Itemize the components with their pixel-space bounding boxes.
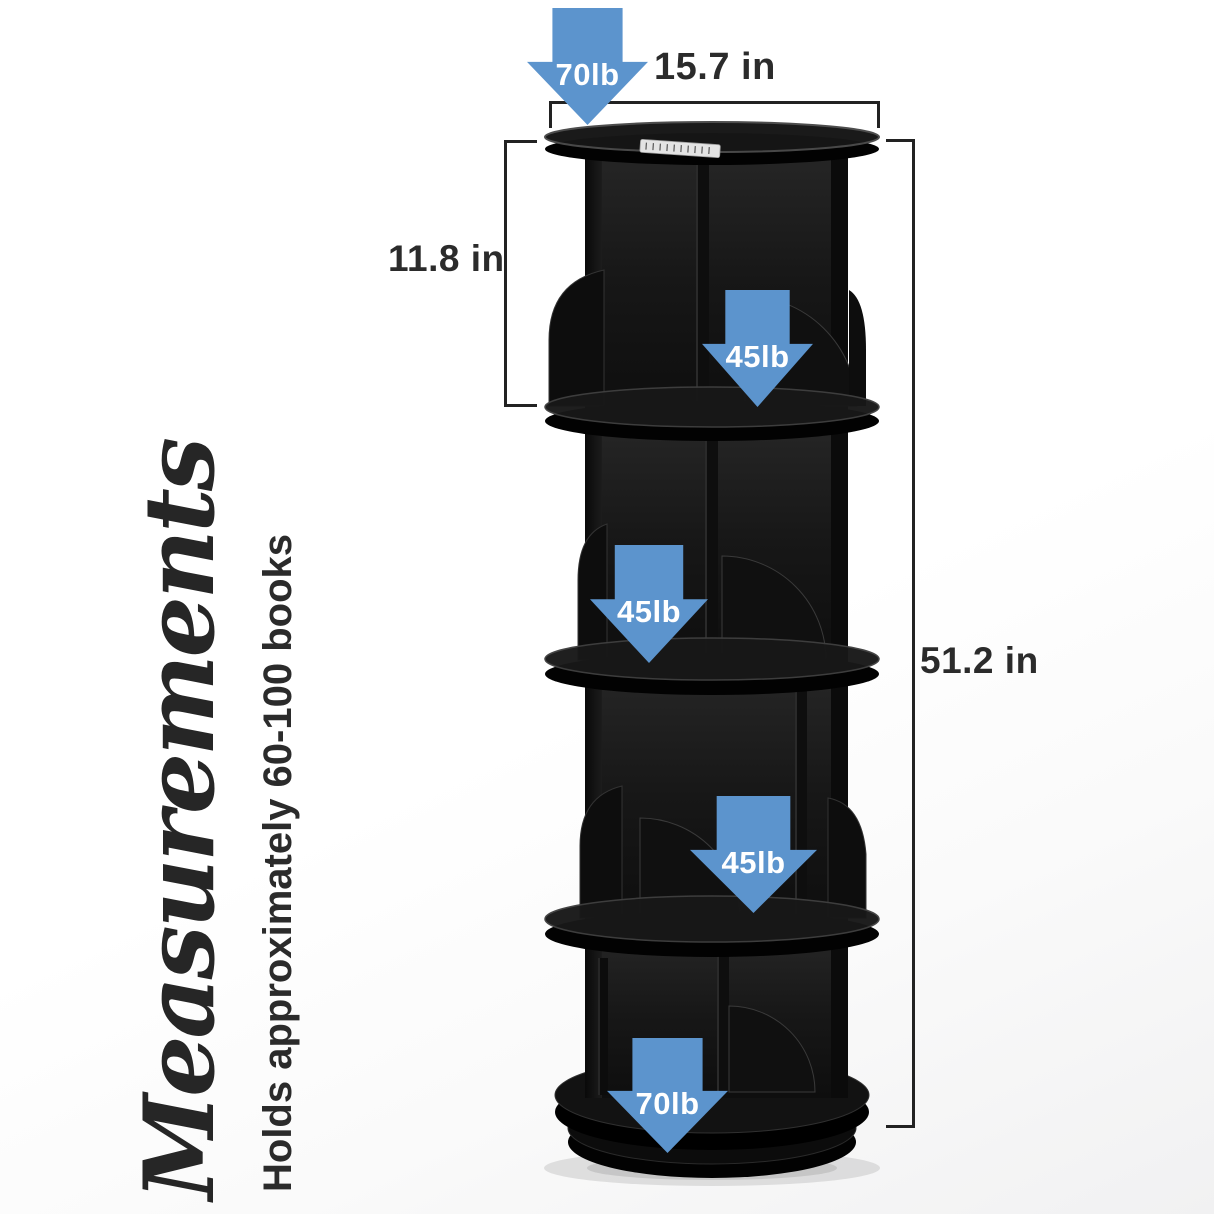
- measurements-title: Measurements: [123, 440, 236, 1200]
- weight-label-shelf2: 45lb: [616, 594, 682, 630]
- weight-label-shelf3: 45lb: [721, 844, 786, 880]
- total-height-bracket: [886, 139, 915, 1128]
- weight-label-bottom: 70lb: [635, 1085, 700, 1121]
- tier-1: [548, 150, 866, 410]
- weight-label-top: 70lb: [555, 56, 620, 92]
- tier-height-label: 11.8 in: [388, 238, 505, 279]
- measuring-tape: [639, 138, 721, 159]
- tier-height-bracket: [504, 140, 537, 407]
- width-label: 15.7 in: [654, 46, 776, 88]
- width-bracket: [549, 101, 880, 128]
- capacity-subtitle: Holds approximately 60-100 books: [256, 533, 300, 1192]
- total-height-label: 51.2 in: [920, 640, 1039, 681]
- weight-label-shelf1: 45lb: [725, 338, 790, 374]
